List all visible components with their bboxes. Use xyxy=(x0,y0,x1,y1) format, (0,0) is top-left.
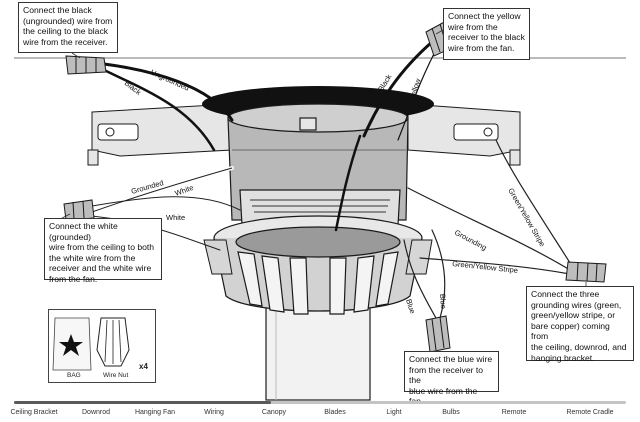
step-wiring[interactable]: Wiring xyxy=(204,409,224,416)
wires xyxy=(90,40,573,319)
progress-fill xyxy=(14,401,272,404)
downrod xyxy=(265,299,371,401)
wire-nut-blue xyxy=(425,315,451,353)
step-hanging-fan[interactable]: Hanging Fan xyxy=(134,409,176,416)
wire-nut-white xyxy=(63,199,95,221)
label-blue-right: Blue xyxy=(438,294,448,310)
hanging-bracket-right xyxy=(407,103,521,166)
step-light[interactable]: Light xyxy=(386,409,402,416)
step-remote-cradle[interactable]: Remote Cradle xyxy=(566,409,614,416)
callout-grounding-wires: Connect the three grounding wires (green… xyxy=(526,286,634,363)
star-icon xyxy=(59,334,83,356)
fan-motor-housing xyxy=(227,103,409,226)
hanging-bracket-left xyxy=(87,103,233,166)
step-navigation: Ceiling Bracket Downrod Hanging Fan Wiri… xyxy=(0,398,640,422)
callout-yellow-wire: Connect the yellow wire from the receive… xyxy=(443,8,530,60)
progress-track[interactable] xyxy=(14,401,626,404)
step-remote[interactable]: Remote xyxy=(501,409,527,416)
wire-nut-black xyxy=(65,55,107,75)
label-ungrounded: Ungrounded xyxy=(149,68,190,93)
callout-white-wire: Connect the white (grounded) wire from t… xyxy=(44,218,162,284)
label-grounding: Grounding xyxy=(453,228,488,252)
label-blue-left: Blue xyxy=(404,298,417,315)
step-canopy[interactable]: Canopy xyxy=(261,409,287,416)
wire-nut-label: Wire Nut xyxy=(103,372,129,379)
label-green-yellow-lower: Green/Yellow Stripe xyxy=(452,259,519,275)
step-bulbs[interactable]: Bulbs xyxy=(442,409,460,416)
parts-inset-graphics xyxy=(52,317,130,371)
label-white-lower: White xyxy=(166,213,185,222)
wire-nut-icon xyxy=(96,317,130,367)
collar-tabs xyxy=(203,239,433,275)
parts-inset: BAG Wire Nut x4 xyxy=(48,309,156,383)
step-downrod[interactable]: Downrod xyxy=(81,409,111,416)
step-blades[interactable]: Blades xyxy=(324,409,346,416)
fan-collar xyxy=(213,215,423,315)
step-ceiling-bracket[interactable]: Ceiling Bracket xyxy=(10,409,58,416)
bag-label: BAG xyxy=(67,372,81,379)
callout-black-wire: Connect the black (ungrounded) wire from… xyxy=(18,2,118,53)
step-list: Ceiling Bracket Downrod Hanging Fan Wiri… xyxy=(0,409,640,421)
label-black-left: Black xyxy=(123,78,143,97)
wire-nut-grounding xyxy=(565,261,607,283)
callout-pointers xyxy=(61,29,587,351)
quantity-label: x4 xyxy=(139,362,148,371)
callout-blue-wire: Connect the blue wire from the receiver … xyxy=(404,351,499,406)
